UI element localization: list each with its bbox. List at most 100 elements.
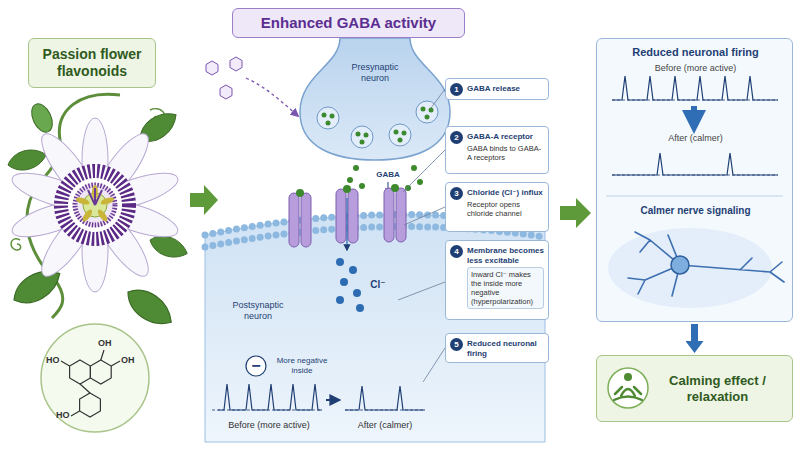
diagram-label: GABA [372, 170, 404, 180]
callout-body: Inward Cl⁻ makes the inside more negativ… [467, 267, 544, 309]
gaba-molecule [421, 107, 426, 112]
gaba-molecule [356, 132, 361, 137]
bound-gaba [343, 185, 351, 193]
neuron-body [671, 256, 689, 274]
node-text: Passion flower flavonoids [35, 46, 149, 80]
synaptic-vesicle [351, 126, 373, 148]
diagram-label: Cl⁻ [366, 279, 390, 291]
diagram-label: Before (more active) [210, 420, 328, 431]
neuron-branches [628, 232, 784, 296]
panel-divider [606, 196, 783, 197]
synaptic-vesicle [389, 124, 411, 146]
gaba-molecule [326, 121, 331, 126]
callout-box: 3Chloride (Cl⁻) influxReceptor opens chl… [445, 182, 549, 232]
callout-box: 1 GABA release [445, 78, 549, 100]
receptor-subunit [348, 189, 358, 243]
node-text: OH [121, 355, 135, 366]
leader-line [398, 282, 445, 300]
flow-connector [691, 324, 698, 341]
calm-figure [624, 373, 632, 381]
flower-corona [73, 183, 117, 227]
diagram-title: Enhanced GABA activity [261, 14, 436, 32]
molecule-circle: OHOHHOHO [40, 323, 150, 433]
firing-trace [612, 153, 778, 175]
gaba-molecule [411, 165, 417, 171]
node-text: OH [98, 338, 112, 349]
flower-corona [61, 171, 129, 239]
callout-heading: Membrane becomes less excitable [467, 246, 544, 265]
flavonoid-molecule [220, 85, 232, 99]
node-text: HO [46, 355, 60, 366]
gaba-molecule [425, 115, 430, 120]
node-text: Calming effect / relaxation [649, 373, 786, 404]
flower-bud [28, 101, 57, 136]
callout-box: 5Reduced neuronal firing [445, 333, 549, 363]
gaba-molecule [322, 113, 327, 118]
flower-leaf [121, 282, 179, 333]
callout-number: 5 [450, 338, 463, 351]
panel-box: Reduced neuronal firingBefore (more acti… [596, 38, 793, 322]
callout-body: Receptor opens chloride channel [467, 200, 544, 218]
chloride-ion [336, 258, 344, 266]
chloride-ion [336, 296, 344, 304]
result-box: Calming effect / relaxation [596, 355, 793, 422]
callout-number: 1 [450, 83, 463, 96]
chloride-ion [353, 289, 361, 297]
title-banner: Enhanced GABA activity [232, 8, 465, 38]
callout-box: 4Membrane becomes less excitableInward C… [445, 240, 549, 320]
chloride-path [346, 198, 347, 250]
receptor-subunit [384, 188, 394, 242]
gaba-molecule [359, 183, 365, 189]
trace-arrow [326, 399, 339, 401]
callout-box: 2GABA-A receptorGABA binds to GABA-A rec… [445, 126, 549, 174]
callout-heading: GABA release [467, 84, 544, 94]
synaptic-vesicle [416, 101, 438, 123]
gaba-molecule [330, 114, 335, 119]
chloride-ion [349, 266, 357, 274]
node-text: Before (more active) [597, 63, 794, 74]
flower-style [88, 188, 102, 205]
diagram-label: Presynaptic neuron [340, 62, 410, 84]
firing-trace [345, 386, 425, 410]
presynaptic-terminal [300, 38, 450, 160]
gaba-molecule [360, 140, 365, 145]
diagram-label: Postsynaptic neuron [222, 300, 294, 322]
gaba-molecule [405, 185, 411, 191]
flavonoid-molecule [230, 57, 242, 71]
diagram-label: After (calmer) [340, 420, 430, 431]
flow-arrow [560, 198, 591, 228]
callout-heading: GABA-A receptor [467, 132, 544, 142]
molecule-ring [90, 360, 111, 384]
flower-corona [55, 165, 135, 245]
leader-line [431, 89, 445, 108]
receptor-subunit [336, 189, 346, 243]
flower-corona [75, 185, 115, 225]
firing-trace [612, 76, 778, 100]
gaba-molecule [353, 165, 359, 171]
gaba-molecule [417, 179, 423, 185]
receptor-subunit [396, 188, 406, 242]
chloride-ion [356, 304, 364, 312]
postsynaptic-body [205, 215, 545, 442]
gaba-molecule [402, 131, 407, 136]
diagram-label: − [246, 356, 266, 375]
binding-arrow [246, 78, 298, 116]
flow-arrow [190, 185, 218, 215]
firing-trace [218, 384, 322, 410]
neuron-glow [608, 228, 772, 308]
diagram-label: More negative inside [271, 356, 333, 375]
gaba-molecule [364, 133, 369, 138]
flavonoid-molecule [206, 61, 218, 75]
callout-number: 3 [450, 187, 463, 200]
node-text: Calmer nerve signaling [597, 205, 794, 217]
leader-line [404, 207, 445, 225]
calm-icon [608, 368, 648, 408]
flower-stamen [96, 208, 109, 223]
gaba-molecule [398, 138, 403, 143]
receptor-subunit [289, 193, 299, 247]
gaba-molecule [347, 177, 353, 183]
flower-stamen [100, 196, 115, 206]
node-text: Reduced neuronal firing [597, 46, 794, 59]
vine-tendril [11, 239, 21, 250]
callout-body: GABA binds to GABA-A receptors [467, 144, 544, 162]
